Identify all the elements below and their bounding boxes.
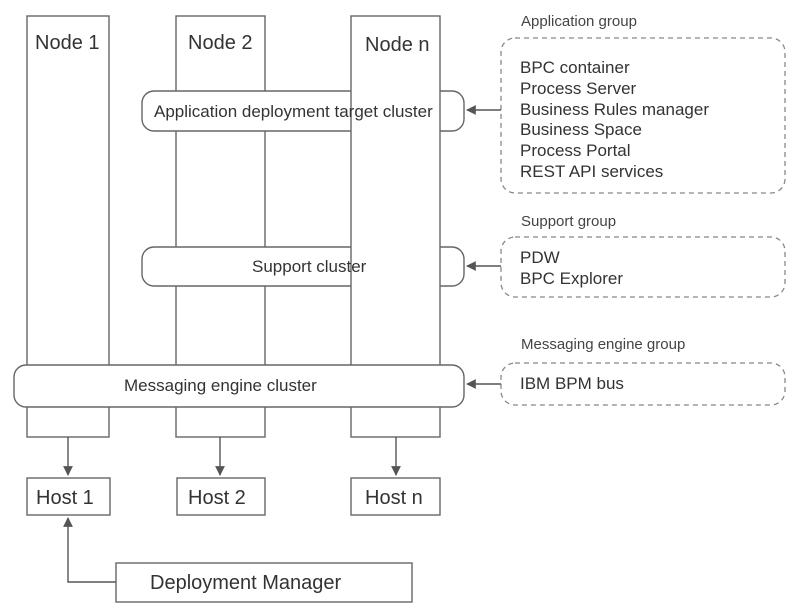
group-item: BPC Explorer (520, 268, 623, 288)
host-2-label: Host 2 (188, 487, 246, 509)
deployment-manager-label: Deployment Manager (150, 572, 342, 594)
application-cluster-label: Application deployment target cluster (154, 102, 433, 121)
group-item: Business Space (520, 120, 642, 140)
application-group-title: Application group (521, 13, 637, 30)
support-group-list: PDW BPC Explorer (520, 248, 623, 290)
host-2-box (176, 477, 266, 516)
application-group-list: BPC container Process Server Business Ru… (520, 58, 709, 183)
messaging-group-title: Messaging engine group (521, 336, 686, 353)
support-group-box (500, 236, 786, 298)
deployment-manager-arrow (63, 517, 116, 583)
application-group-box (500, 37, 786, 194)
host-n-box (350, 477, 441, 516)
group-item: BPC container (520, 58, 630, 77)
deployment-manager-box (115, 562, 413, 603)
group-item: PDW (520, 248, 560, 267)
host-1-label: Host 1 (36, 487, 94, 509)
messaging-group-list: IBM BPM bus (520, 374, 624, 395)
node-1-label: Node 1 (35, 32, 100, 54)
support-cluster-label: Support cluster (252, 257, 367, 276)
group-item: Process Portal (520, 141, 631, 161)
group-item: REST API services (520, 161, 664, 181)
host-1-box (26, 477, 111, 516)
support-group-title: Support group (521, 213, 617, 230)
group-item: Process Server (520, 78, 637, 98)
messaging-cluster-label: Messaging engine cluster (124, 376, 317, 395)
node-2-label: Node 2 (188, 32, 253, 54)
host-n-label: Host n (365, 487, 423, 509)
group-item: Business Rules manager (520, 99, 709, 119)
group-item: IBM BPM bus (520, 374, 624, 393)
node-n-label: Node n (365, 34, 430, 56)
messaging-cluster-box (13, 364, 465, 408)
